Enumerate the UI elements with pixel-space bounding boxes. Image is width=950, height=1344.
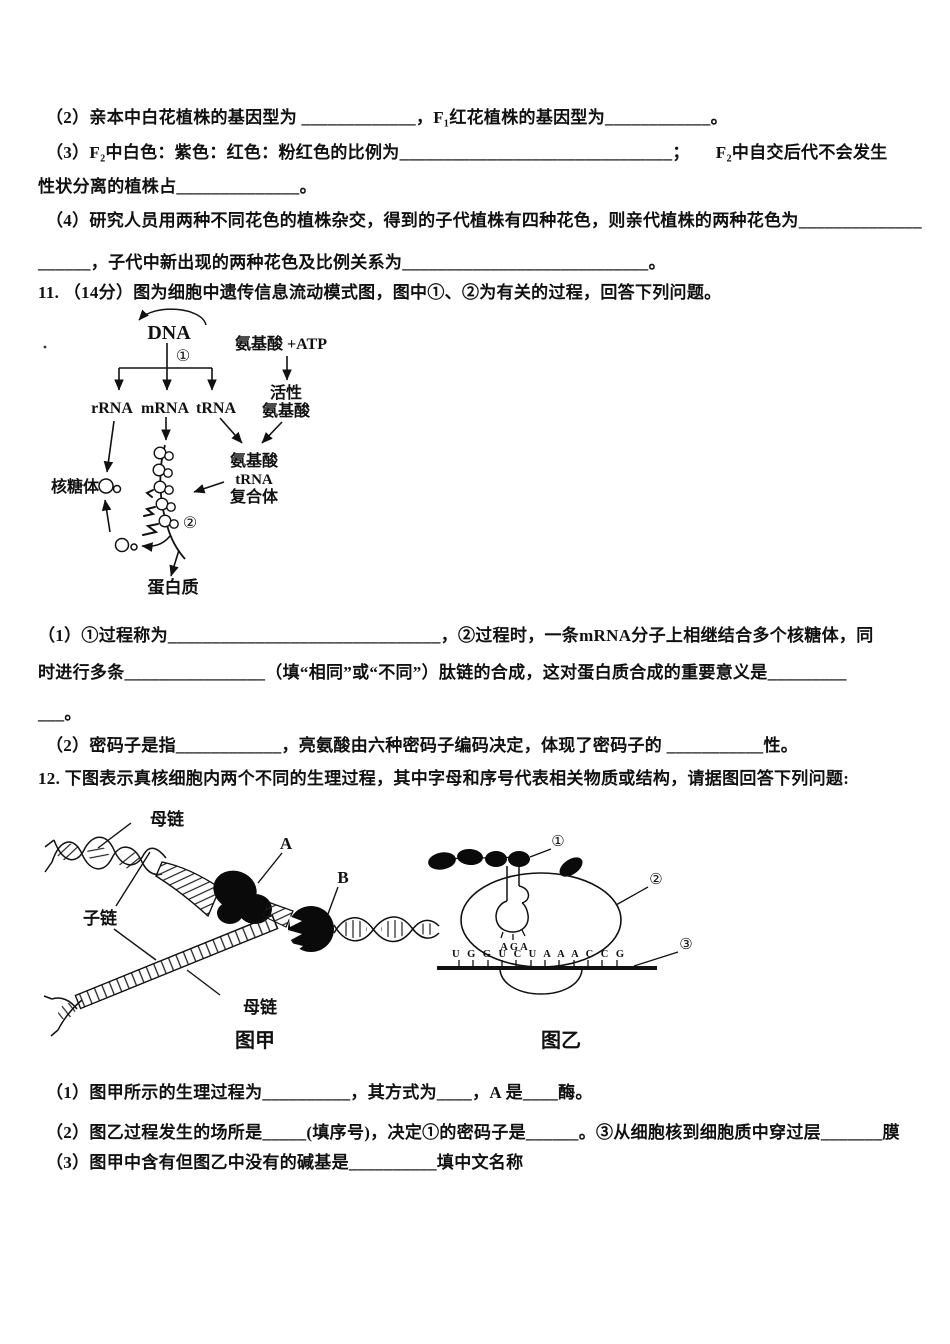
enzyme-a-blob xyxy=(213,870,272,924)
daughter-strand-leader-2 xyxy=(113,928,157,961)
question-line: （1）①过程称为_______________________________，… xyxy=(38,626,874,645)
complex-label-3: 复合体 xyxy=(229,487,279,506)
replication-translation-svg: A B xyxy=(43,809,693,1052)
anticodon-letters: A G A xyxy=(500,942,528,953)
daughter-strand-leader-1 xyxy=(115,851,151,907)
released-subunits-symbol xyxy=(114,537,138,553)
subunit-recycle-arrow xyxy=(101,499,112,533)
ribosome-symbol xyxy=(98,478,122,494)
question-line: （4）研究人员用两种不同花色的植株杂交，得到的子代植株有四种花色，则亲代植株的两… xyxy=(46,211,922,230)
enzyme-a-leader xyxy=(257,852,283,884)
dna-self-replication-arrow xyxy=(138,308,207,326)
question-line: （2）亲本中白花植株的基因型为 _____________，F₁红花植株的基因型… xyxy=(46,108,728,127)
question-line: 性状分离的植株占______________。 xyxy=(38,177,317,196)
question-line: （2）图乙过程发生的场所是_____(填序号)，决定①的密码子是______。③… xyxy=(46,1123,900,1142)
protein-label: 蛋白质 xyxy=(148,577,199,597)
question-line: （1）图甲所示的生理过程为__________，其方式为____，A 是____… xyxy=(46,1083,593,1102)
hatched-wedge xyxy=(262,901,294,928)
mrna-sequence-letters: U G G U C U A A A C C G xyxy=(452,949,624,960)
question-line: 时进行多条________________（填“相同”或“不同”）肽链的合成，这… xyxy=(38,663,847,682)
question-12-header: 12. 下图表示真核细胞内两个不同的生理过程，其中字母和序号代表相关物质或结构，… xyxy=(38,769,850,788)
yi-label-3: ③ xyxy=(679,937,692,953)
enzyme-b-leader xyxy=(327,886,339,915)
template-ribbon xyxy=(155,861,221,918)
trna-label: tRNA xyxy=(196,400,236,417)
ribosome-label: 核糖体 xyxy=(51,477,100,496)
mother-strand-top-leader xyxy=(97,822,132,849)
question-line: （3）图甲中含有但图乙中没有的碱基是__________填中文名称 xyxy=(46,1153,524,1172)
process-2-label: ② xyxy=(183,515,197,532)
mother-strand-bottom-label: 母链 xyxy=(243,997,278,1017)
complex-arrows xyxy=(219,417,283,444)
replication-ladder xyxy=(74,914,279,1010)
figure-jia-caption: 图甲 xyxy=(235,1029,275,1052)
flow-diagram-svg: DNA ① rRNA mRNA tRNA 氨基酸 +ATP 活性 氨基酸 氨基酸… xyxy=(43,308,327,597)
question-11-header: 11. （14分）图为细胞中遗传信息流动模式图，图中①、②为有关的过程，回答下列… xyxy=(38,283,722,302)
dna-label: DNA xyxy=(147,322,191,344)
process-1-label: ① xyxy=(176,348,190,365)
scan-speck xyxy=(43,345,47,349)
complex-to-polysome-arrow xyxy=(193,481,225,494)
peptide-chain xyxy=(428,848,583,877)
daughter-strand-label: 子链 xyxy=(83,908,118,928)
enzyme-b-label: B xyxy=(337,868,348,887)
yi-label-2-leader xyxy=(615,886,649,906)
rrna-to-ribosome-arrow xyxy=(103,420,115,473)
mrna-base-ticks xyxy=(458,960,618,966)
parent-helix-top xyxy=(44,836,167,876)
active-amino-acid-label-1: 活性 xyxy=(270,383,302,402)
complex-label-2: tRNA xyxy=(235,472,273,488)
yi-label-1: ① xyxy=(551,834,564,850)
mrna-label: mRNA xyxy=(141,400,189,417)
daughter-helix-right xyxy=(333,916,440,943)
yi-label-3-leader xyxy=(633,951,679,967)
incoming-amino-acid-blob xyxy=(559,857,583,877)
yi-label-2: ② xyxy=(649,872,662,888)
question-line: （3）F₂中白色：紫色：红色：粉红色的比例为__________________… xyxy=(46,143,888,162)
figure-yi: ① ② A G A U G G U C U A A A C C G xyxy=(428,834,693,1052)
question-line: （2）密码子是指____________，亮氨酸由六种密码子编码决定，体现了密码… xyxy=(46,736,799,755)
complex-label-1: 氨基酸 xyxy=(230,451,279,470)
protein-arrow xyxy=(169,549,180,577)
mother-strand-top-label: 母链 xyxy=(150,809,185,829)
question-line: ___。 xyxy=(38,704,82,723)
question-line: ______，子代中新出现的两种花色及比例关系为________________… xyxy=(38,253,666,272)
transcription-arrows xyxy=(114,343,217,391)
figure-yi-caption: 图乙 xyxy=(541,1029,581,1052)
enzyme-b-blob xyxy=(288,906,334,953)
release-arrow xyxy=(141,535,171,552)
active-amino-acid-label-2: 氨基酸 xyxy=(262,401,311,420)
mother-strand-bottom-leader xyxy=(186,969,221,996)
figure-jia: A B xyxy=(43,809,440,1052)
nascent-peptide-squiggles xyxy=(142,489,159,536)
ribosome-small-subunit xyxy=(499,969,583,995)
polysome xyxy=(142,444,186,560)
trna-shape xyxy=(495,866,530,940)
rrna-label: rRNA xyxy=(91,400,133,417)
parent-helix-bottom-tail xyxy=(43,995,83,1037)
yi-label-1-leader xyxy=(529,848,552,858)
enzyme-a-label: A xyxy=(280,834,293,853)
amino-acid-atp-label: 氨基酸 +ATP xyxy=(235,334,327,353)
